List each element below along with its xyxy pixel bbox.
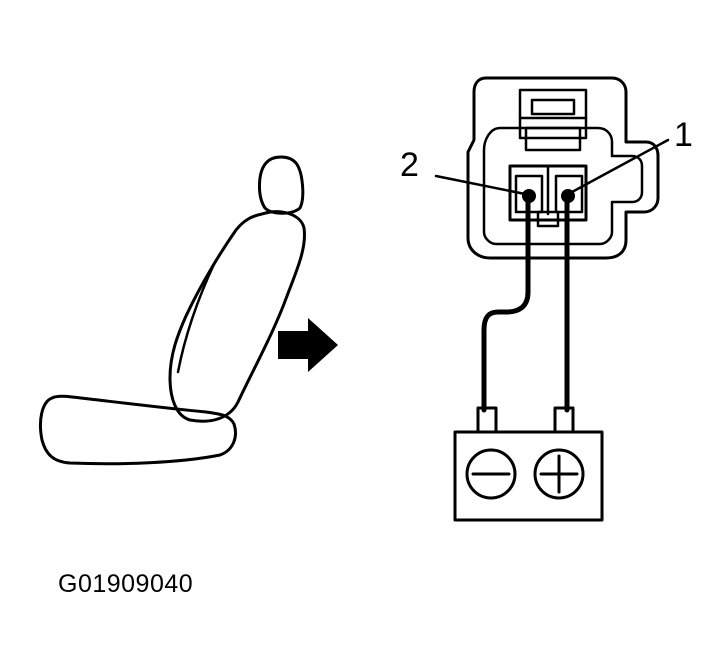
arrow-right-icon xyxy=(278,318,338,372)
pin-1-label: 1 xyxy=(674,116,693,154)
connector-icon xyxy=(466,76,660,260)
negative-terminal-icon xyxy=(465,448,517,500)
figure-id: G01909040 xyxy=(58,570,194,598)
negative-lead xyxy=(481,199,531,413)
seat-icon xyxy=(38,155,307,466)
battery-icon xyxy=(453,406,604,522)
pin-1-leader xyxy=(570,138,670,194)
pin-2-label: 2 xyxy=(400,146,419,184)
positive-terminal-icon xyxy=(533,448,585,500)
pin-2-leader xyxy=(434,174,527,196)
